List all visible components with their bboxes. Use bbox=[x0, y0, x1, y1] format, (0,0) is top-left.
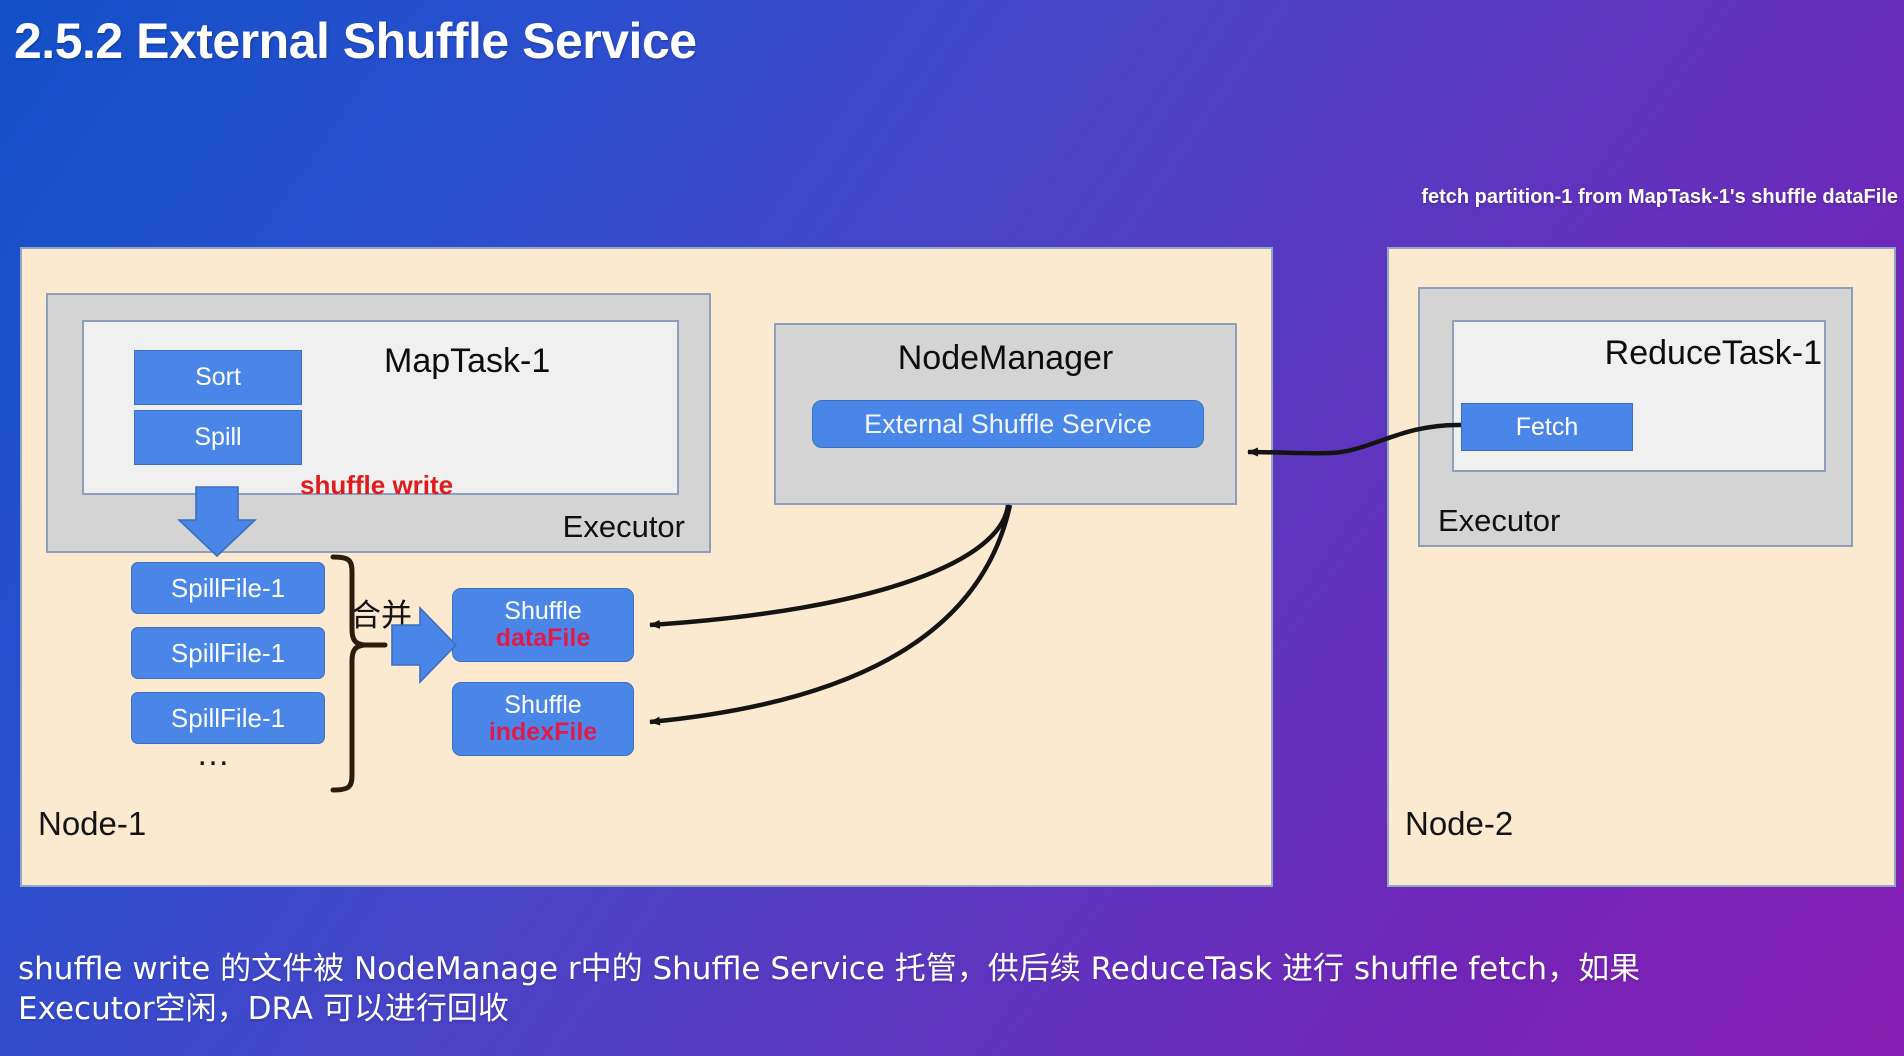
shuffle-indexfile-bottom: indexFile bbox=[488, 718, 598, 746]
shuffle-datafile-box[interactable]: Shuffle dataFile bbox=[452, 588, 634, 662]
fetch-chip[interactable]: Fetch bbox=[1461, 403, 1633, 451]
spillfile-item[interactable]: SpillFile-1 bbox=[131, 692, 325, 744]
executor-1-label: Executor bbox=[562, 509, 685, 544]
caption-line-2: Executor空闲，DRA 可以进行回收 bbox=[18, 990, 509, 1027]
maptask-1-title: MapTask-1 bbox=[384, 342, 551, 380]
shuffle-write-label: shuffle write bbox=[300, 470, 454, 500]
sort-chip[interactable]: Sort bbox=[134, 350, 302, 405]
page-title: 2.5.2 External Shuffle Service bbox=[14, 13, 697, 69]
caption-line-1: shuffle write 的文件被 NodeManage r中的 Shuffl… bbox=[18, 951, 1641, 987]
executor-2-label: Executor bbox=[1438, 503, 1561, 538]
fetch-annotation: fetch partition-1 from MapTask-1's shuff… bbox=[1421, 186, 1898, 208]
spillfile-item[interactable]: SpillFile-1 bbox=[131, 562, 325, 614]
external-shuffle-service-chip[interactable]: External Shuffle Service bbox=[812, 400, 1204, 448]
shuffle-datafile-bottom: dataFile bbox=[495, 624, 591, 652]
shuffle-datafile-top: Shuffle bbox=[504, 597, 582, 625]
node-1-label: Node-1 bbox=[38, 805, 147, 842]
caption-block: shuffle write 的文件被 NodeManage r中的 Shuffl… bbox=[18, 950, 1888, 1029]
merge-label: 合并 bbox=[350, 598, 412, 634]
shuffle-indexfile-box[interactable]: Shuffle indexFile bbox=[452, 682, 634, 756]
nodemanager-box: NodeManager External Shuffle Service bbox=[774, 323, 1237, 505]
spillfile-ellipsis: … bbox=[196, 735, 232, 773]
node-2-label: Node-2 bbox=[1405, 805, 1514, 842]
shuffle-indexfile-top: Shuffle bbox=[504, 691, 582, 719]
spill-chip[interactable]: Spill bbox=[134, 410, 302, 465]
spillfile-item[interactable]: SpillFile-1 bbox=[131, 627, 325, 679]
reducetask-1-title: ReduceTask-1 bbox=[1604, 334, 1822, 372]
maptask-1-box: MapTask-1 bbox=[82, 320, 679, 495]
nodemanager-title: NodeManager bbox=[897, 339, 1114, 377]
